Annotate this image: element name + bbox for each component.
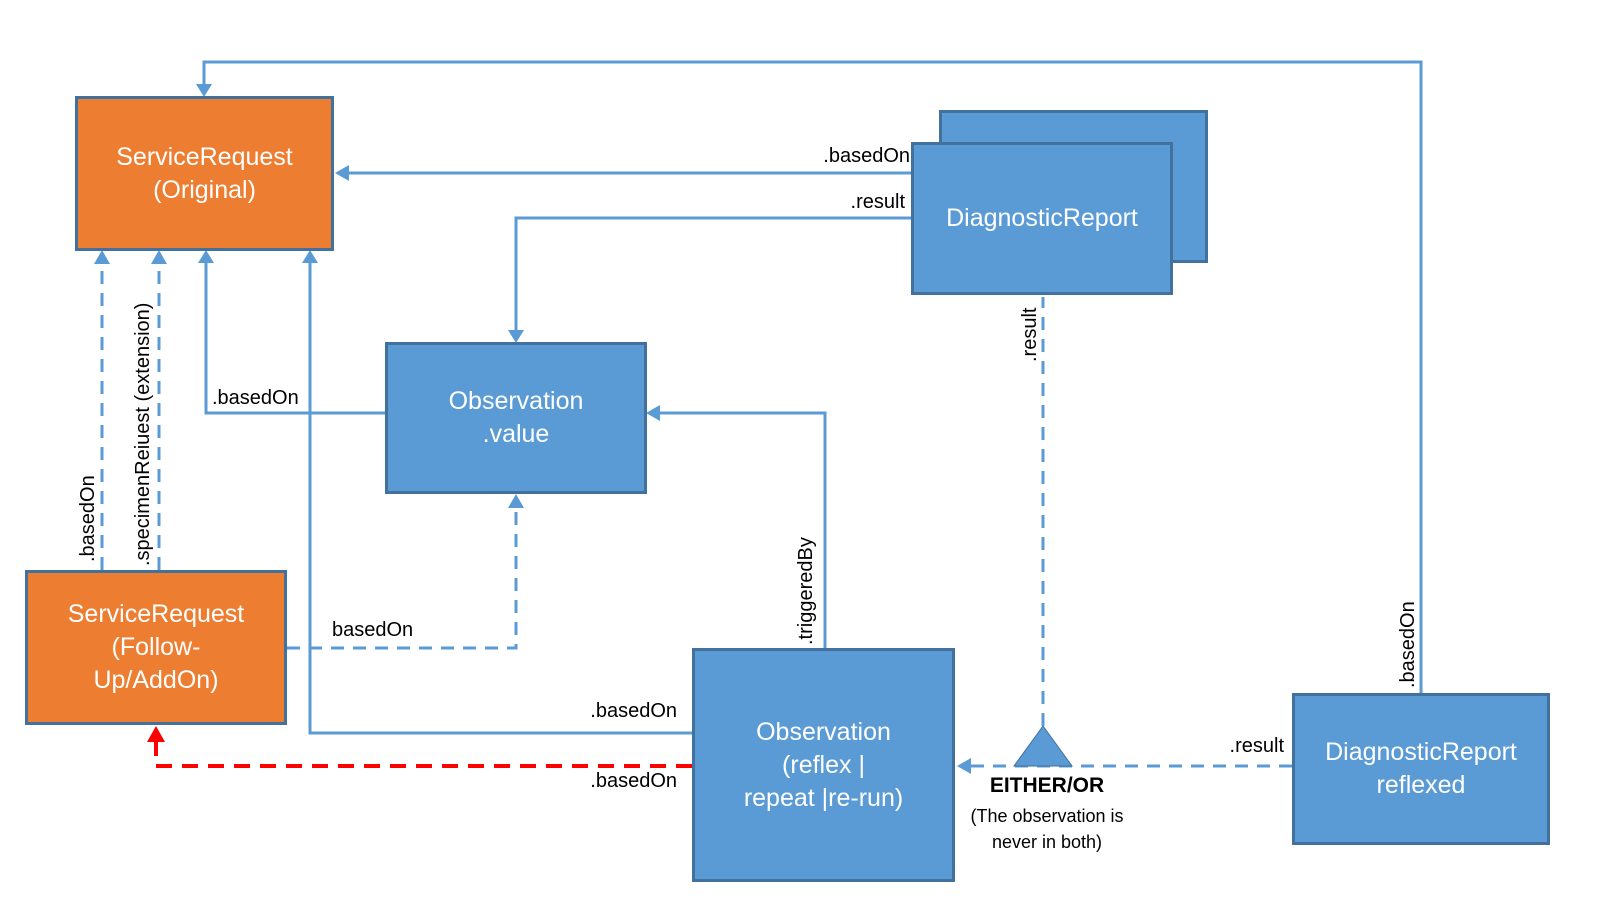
edge-reflexed-basedon-line — [202, 60, 1423, 693]
arrowhead-into-obsvalue-top — [508, 330, 524, 343]
arrowhead-into-obsvalue-right — [646, 405, 660, 421]
edge-label-result-vert: .result — [1019, 307, 1041, 362]
edge-label-triggeredby: .triggeredBy — [795, 537, 817, 645]
edge-label-specimen-extension: .specimenReiuest (extension) — [132, 302, 154, 566]
arrowhead-into-sr-original-top — [196, 84, 212, 97]
arrowhead-into-sr-original-bottom-1 — [198, 250, 214, 263]
node-observation-value: Observation .value — [385, 342, 647, 494]
edge-dr-result-line — [514, 216, 911, 331]
node-diagnosticreport-reflexed: DiagnosticReport reflexed — [1292, 693, 1550, 845]
arrowhead-into-sr-followup-bottom-red — [147, 726, 165, 742]
either-or-triangle — [1013, 725, 1073, 767]
edge-label-dr-basedon: .basedOn — [823, 145, 910, 167]
edge-label-reflexed-basedon: .basedOn — [1397, 601, 1419, 688]
either-or-note: (The observation is never in both) — [970, 806, 1124, 852]
node-diagnosticreport: DiagnosticReport — [911, 142, 1173, 295]
edge-label-followup-basedon-vert: .basedOn — [77, 475, 99, 562]
edge-reflex-basedon-red-line — [154, 741, 692, 768]
arrowhead-into-sr-original-bottom-dashed-2 — [151, 250, 167, 264]
node-servicerequest-original: ServiceRequest (Original) — [75, 96, 334, 251]
edge-label-obsvalue-basedon: .basedOn — [212, 387, 299, 409]
node-observation-reflex: Observation (reflex | repeat |re-run) — [692, 648, 955, 882]
edge-label-reflexed-result: .result — [1229, 735, 1284, 757]
edge-label-reflex-basedon-red: .basedOn — [590, 770, 677, 792]
edge-label-reflex-basedon: .basedOn — [590, 700, 677, 722]
arrowhead-into-sr-original-right — [335, 165, 349, 181]
edge-reflex-basedon-line — [308, 262, 692, 735]
edge-label-followup-basedon: basedOn — [332, 619, 414, 641]
node-servicerequest-followup: ServiceRequest (Follow- Up/AddOn) — [25, 570, 287, 725]
edge-label-dr-result: .result — [850, 191, 905, 213]
arrowhead-into-obsreflex-right — [957, 758, 971, 774]
either-or-label: EITHER/OR — [989, 774, 1105, 797]
edge-obsvalue-basedon-line — [204, 262, 385, 415]
arrowhead-into-obsvalue-bottom — [508, 494, 524, 508]
edge-followup-basedon-dashed-line — [287, 507, 518, 650]
arrowhead-into-sr-original-bottom-2 — [302, 250, 318, 263]
arrowhead-into-sr-original-bottom-dashed-1 — [94, 250, 110, 264]
edge-triggeredby-line — [659, 411, 827, 648]
